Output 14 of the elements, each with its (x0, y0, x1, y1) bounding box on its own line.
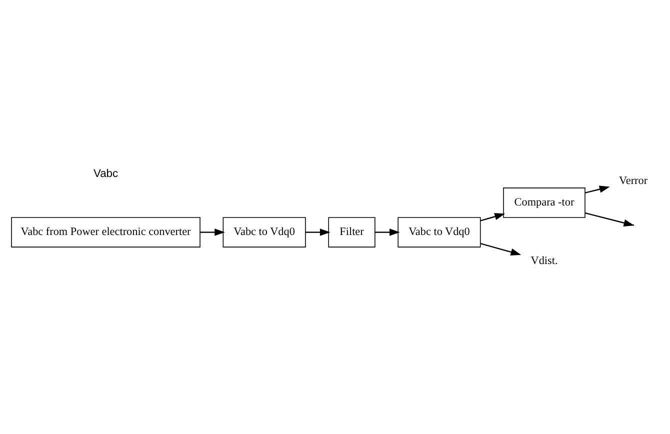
node-box: Vabc to Vdq0 (222, 216, 306, 247)
arrow (375, 228, 400, 236)
arrow (306, 228, 330, 236)
arrow (200, 228, 225, 236)
node-box: Compara -tor (503, 187, 586, 218)
label: Vabc (93, 167, 118, 180)
node-text: Vdist. (530, 254, 558, 266)
node-box: Vabc to Vdq0 (398, 216, 481, 247)
arrow (480, 212, 506, 221)
node-box: Filter (328, 216, 376, 247)
node-box: Vabc from Power electronic converter (11, 216, 200, 247)
arrow (480, 242, 522, 256)
arrow (585, 185, 610, 193)
node-text: Verror (619, 174, 648, 187)
